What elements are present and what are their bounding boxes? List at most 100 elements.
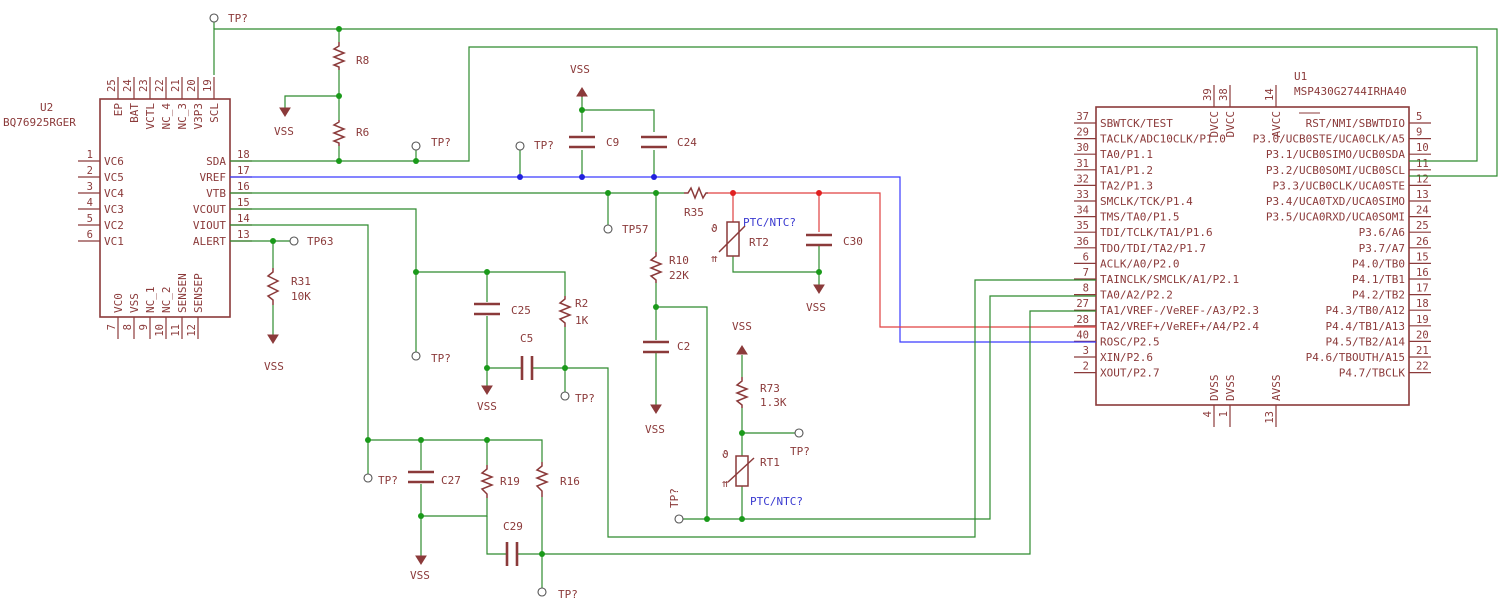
vss-label: VSS [274, 125, 294, 138]
pin-name: TA0/P1.1 [1100, 148, 1153, 161]
testpoint-tp57[interactable]: TP57 [603, 223, 649, 236]
pin-name: DVSS [1224, 375, 1237, 402]
pin-name: SBWTCK/TEST [1100, 117, 1173, 130]
pin-name: P4.7/TBCLK [1339, 367, 1406, 380]
capacitor-c25[interactable]: C25 [474, 302, 531, 317]
capacitor-c9[interactable]: C9 [569, 135, 619, 149]
pin-name: P4.4/TB1/A13 [1326, 320, 1405, 333]
u1-ref: U1 [1294, 70, 1307, 83]
r2-label: R2 [575, 297, 588, 310]
pin-number: 22 [1416, 361, 1429, 373]
pin-number: 12 [186, 324, 198, 337]
vss-label: VSS [264, 360, 284, 373]
resistor-r31[interactable]: R31 10K [266, 268, 311, 305]
pin-number: 34 [1076, 205, 1089, 217]
capacitor-c5[interactable]: C5 [520, 332, 534, 380]
pin-number: 27 [1076, 298, 1089, 310]
pin-number: 6 [87, 229, 93, 241]
pin-number: 38 [1218, 88, 1230, 101]
testpoint-vref[interactable]: TP? [515, 139, 554, 152]
testpoint-vcout[interactable]: TP? [411, 351, 451, 365]
pin-number: 13 [237, 229, 250, 241]
capacitor-c30[interactable]: C30 [806, 233, 863, 248]
c9-label: C9 [606, 136, 619, 149]
vss-c30: VSS [806, 284, 826, 314]
testpoint-rt1-node[interactable]: TP? [790, 428, 810, 458]
resistor-r2[interactable]: R2 1K [557, 296, 589, 327]
resistor-r35[interactable]: R35 [684, 185, 708, 219]
testpoint-rt1-bottom[interactable]: TP? [668, 488, 684, 524]
r2-value: 1K [575, 314, 589, 327]
r10-label: R10 [669, 254, 689, 267]
thermistor-rt1[interactable]: ϑ ⇈ RT1 PTC/NTC? [722, 448, 803, 508]
resistor-r8[interactable]: R8 [331, 42, 369, 70]
pin-name: SMCLK/TCK/P1.4 [1100, 195, 1193, 208]
pin-number: 16 [237, 181, 250, 193]
pin-number: 9 [1416, 127, 1422, 139]
pin-name: VC5 [104, 171, 124, 184]
testpoint-scl[interactable]: TP? [209, 12, 248, 25]
tp-label: TP? [668, 488, 681, 508]
capacitor-c27[interactable]: C27 [408, 470, 461, 487]
wire-vtb-red [708, 192, 1096, 328]
vss-r73: VSS [732, 320, 752, 355]
capacitor-c24[interactable]: C24 [641, 135, 697, 149]
pin-name: SCL [208, 103, 221, 123]
testpoint-tp63[interactable]: TP63 [289, 235, 334, 248]
pin-number: 3 [87, 181, 93, 193]
r16-label: R16 [560, 475, 580, 488]
pin-number: 15 [237, 197, 250, 209]
resistor-r16[interactable]: R16 [534, 462, 580, 497]
pin-number: 10 [154, 324, 166, 337]
tp57-label: TP57 [622, 223, 649, 236]
vss-label: VSS [410, 569, 430, 582]
vss-top-c9: VSS [570, 63, 590, 97]
pin-number: 20 [1416, 329, 1429, 341]
pin-name: DVCC [1208, 111, 1221, 138]
thermistor-rt2[interactable]: ϑ ⇈ RT2 PTC/NTC? [711, 216, 796, 265]
wire-sda [230, 46, 1478, 162]
resistor-r6[interactable]: R6 [331, 120, 369, 146]
pin-number: 14 [1264, 88, 1276, 101]
testpoint-sda[interactable]: TP? [411, 136, 451, 151]
pin-number: 13 [1264, 411, 1276, 424]
pin-name: VCTL [144, 103, 157, 130]
wire-rt1-node [656, 306, 708, 519]
pin-number: 5 [1416, 111, 1422, 123]
pin-number: 14 [237, 213, 250, 225]
pin-name: AVSS [1270, 375, 1283, 402]
pin-number: 2 [1083, 361, 1089, 373]
pin-name: P4.6/TBOUTH/A15 [1306, 351, 1405, 364]
testpoint-r2[interactable]: TP? [560, 391, 595, 405]
pin-number: 20 [186, 79, 198, 92]
tp-label: TP? [228, 12, 248, 25]
pin-name: TA1/P1.2 [1100, 164, 1153, 177]
pin-number: 11 [170, 324, 182, 337]
pin-number: 6 [1083, 251, 1089, 263]
testpoint-viout[interactable]: TP? [363, 473, 398, 487]
c29-label: C29 [503, 520, 523, 533]
wire-r16-net [517, 310, 1096, 555]
pin-name: P3.2/UCB0SOMI/UCB0SCL [1266, 164, 1405, 177]
tp-label: TP? [378, 474, 398, 487]
capacitor-c29[interactable]: C29 [503, 520, 523, 566]
pin-name: P4.0/TB0 [1352, 257, 1405, 270]
testpoint-r16[interactable]: TP? [537, 587, 578, 601]
wire-r2-c5 [532, 279, 1096, 538]
wire-scl [213, 28, 1498, 177]
pin-number: 10 [1416, 142, 1429, 154]
vss-label: VSS [477, 400, 497, 413]
resistor-r73[interactable]: R73 1.3K [734, 377, 787, 409]
pin-name: VIOUT [193, 219, 226, 232]
resistor-r19[interactable]: R19 [479, 465, 520, 498]
pin-number: 25 [1416, 220, 1429, 232]
r73-value: 1.3K [760, 396, 787, 409]
u2-ref: U2 [40, 101, 53, 114]
pin-number: 8 [122, 324, 134, 330]
capacitor-c2[interactable]: C2 [643, 340, 690, 354]
resistor-r10[interactable]: R10 22K [648, 252, 689, 283]
